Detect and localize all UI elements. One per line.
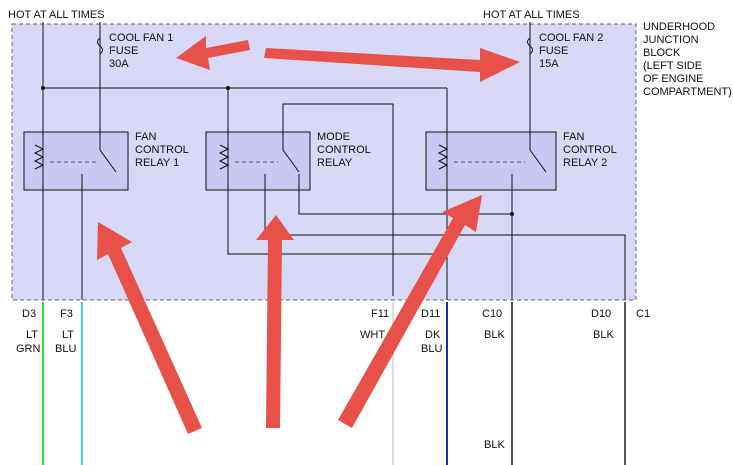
- red-arrow-relay-1: [97, 222, 202, 434]
- wire-color-labels: LT GRN LT BLU WHT DK BLU BLK BLK BLK: [16, 329, 614, 451]
- fuse-1-line: 30A: [109, 58, 129, 70]
- fuse-1-line: FUSE: [109, 45, 138, 57]
- junction-line: UNDERHOOD: [643, 21, 715, 33]
- bottom-wire-label: BLK: [484, 439, 505, 451]
- annotation-arrows: [97, 36, 520, 434]
- feed-label-right: HOT AT ALL TIMES: [483, 9, 580, 21]
- fuse-2-line: 15A: [539, 58, 559, 70]
- terminal-d3: D3: [22, 308, 36, 320]
- relay-2-line: RELAY 2: [563, 157, 607, 169]
- relay-mode-line: CONTROL: [317, 144, 371, 156]
- mode-control-relay: [205, 131, 311, 191]
- terminal-c1: C1: [636, 308, 650, 320]
- junction-line: (LEFT SIDE: [643, 60, 702, 72]
- red-arrow-relay-2: [338, 195, 482, 428]
- relay-2-line: FAN: [563, 131, 584, 143]
- out-mode-contact-b: [298, 196, 512, 215]
- junction-line: JUNCTION: [643, 34, 699, 46]
- fuse-1-label: COOL FAN 1 FUSE 30A: [109, 32, 173, 70]
- wire-label: LT: [62, 329, 74, 341]
- terminal-d10: D10: [591, 308, 611, 320]
- relay-2-label: FAN CONTROL RELAY 2: [563, 131, 617, 169]
- fuse-2-line: FUSE: [539, 45, 568, 57]
- red-arrow-right: [264, 48, 520, 82]
- wire-label: BLU: [55, 343, 76, 355]
- relay-mode-line: RELAY: [317, 157, 353, 169]
- junction-dot: [41, 86, 45, 90]
- junction-line: BLOCK: [643, 47, 681, 59]
- junction-line: OF ENGINE: [643, 73, 704, 85]
- terminal-f11: F11: [371, 308, 389, 320]
- wire-label: BLU: [421, 343, 442, 355]
- relay-mode-label: MODE CONTROL RELAY: [317, 131, 371, 169]
- wire-label: GRN: [16, 343, 41, 355]
- junction-dot: [510, 212, 514, 216]
- junction-line: COMPARTMENT): [643, 86, 732, 98]
- wire-label: BLK: [484, 329, 505, 341]
- red-arrow-mode-relay: [256, 215, 294, 428]
- relay-1-line: CONTROL: [135, 144, 189, 156]
- terminal-f3: F3: [60, 308, 73, 320]
- wire-label: LT: [26, 329, 38, 341]
- relay-mode-coil: [218, 125, 300, 196]
- wire-label: WHT: [360, 329, 385, 341]
- terminal-d11: D11: [421, 308, 440, 320]
- relay-1-line: RELAY 1: [135, 157, 179, 169]
- relay-2-coil: [437, 125, 547, 196]
- relay-mode-line: MODE: [317, 131, 350, 143]
- mode-relay-feed: [282, 103, 394, 296]
- wire-label: DK: [425, 329, 441, 341]
- out-mode-coil: [227, 196, 448, 300]
- fuse-2-symbol: [527, 37, 533, 55]
- red-arrow-left: [176, 36, 250, 70]
- wire-label: BLK: [593, 329, 614, 341]
- feed-label-left: HOT AT ALL TIMES: [8, 9, 105, 21]
- fuse-2-line: COOL FAN 2: [539, 32, 603, 44]
- relay-2-line: CONTROL: [563, 144, 617, 156]
- fuse-1-line: COOL FAN 1: [109, 32, 173, 44]
- relay-1-label: FAN CONTROL RELAY 1: [135, 131, 189, 169]
- terminal-c10: C10: [482, 308, 502, 320]
- fuse-2-label: COOL FAN 2 FUSE 15A: [539, 32, 603, 70]
- junction-block-label: UNDERHOOD JUNCTION BLOCK (LEFT SIDE OF E…: [643, 21, 732, 98]
- terminal-labels: D3 F3 F11 D11 C10 D10 C1: [22, 308, 650, 320]
- fan-control-relay-1: [23, 131, 129, 191]
- fan-control-relay-2: [425, 131, 557, 191]
- relay-1-coil: [33, 125, 117, 196]
- fuse-1-symbol: [97, 37, 103, 55]
- relay-1-line: FAN: [135, 131, 156, 143]
